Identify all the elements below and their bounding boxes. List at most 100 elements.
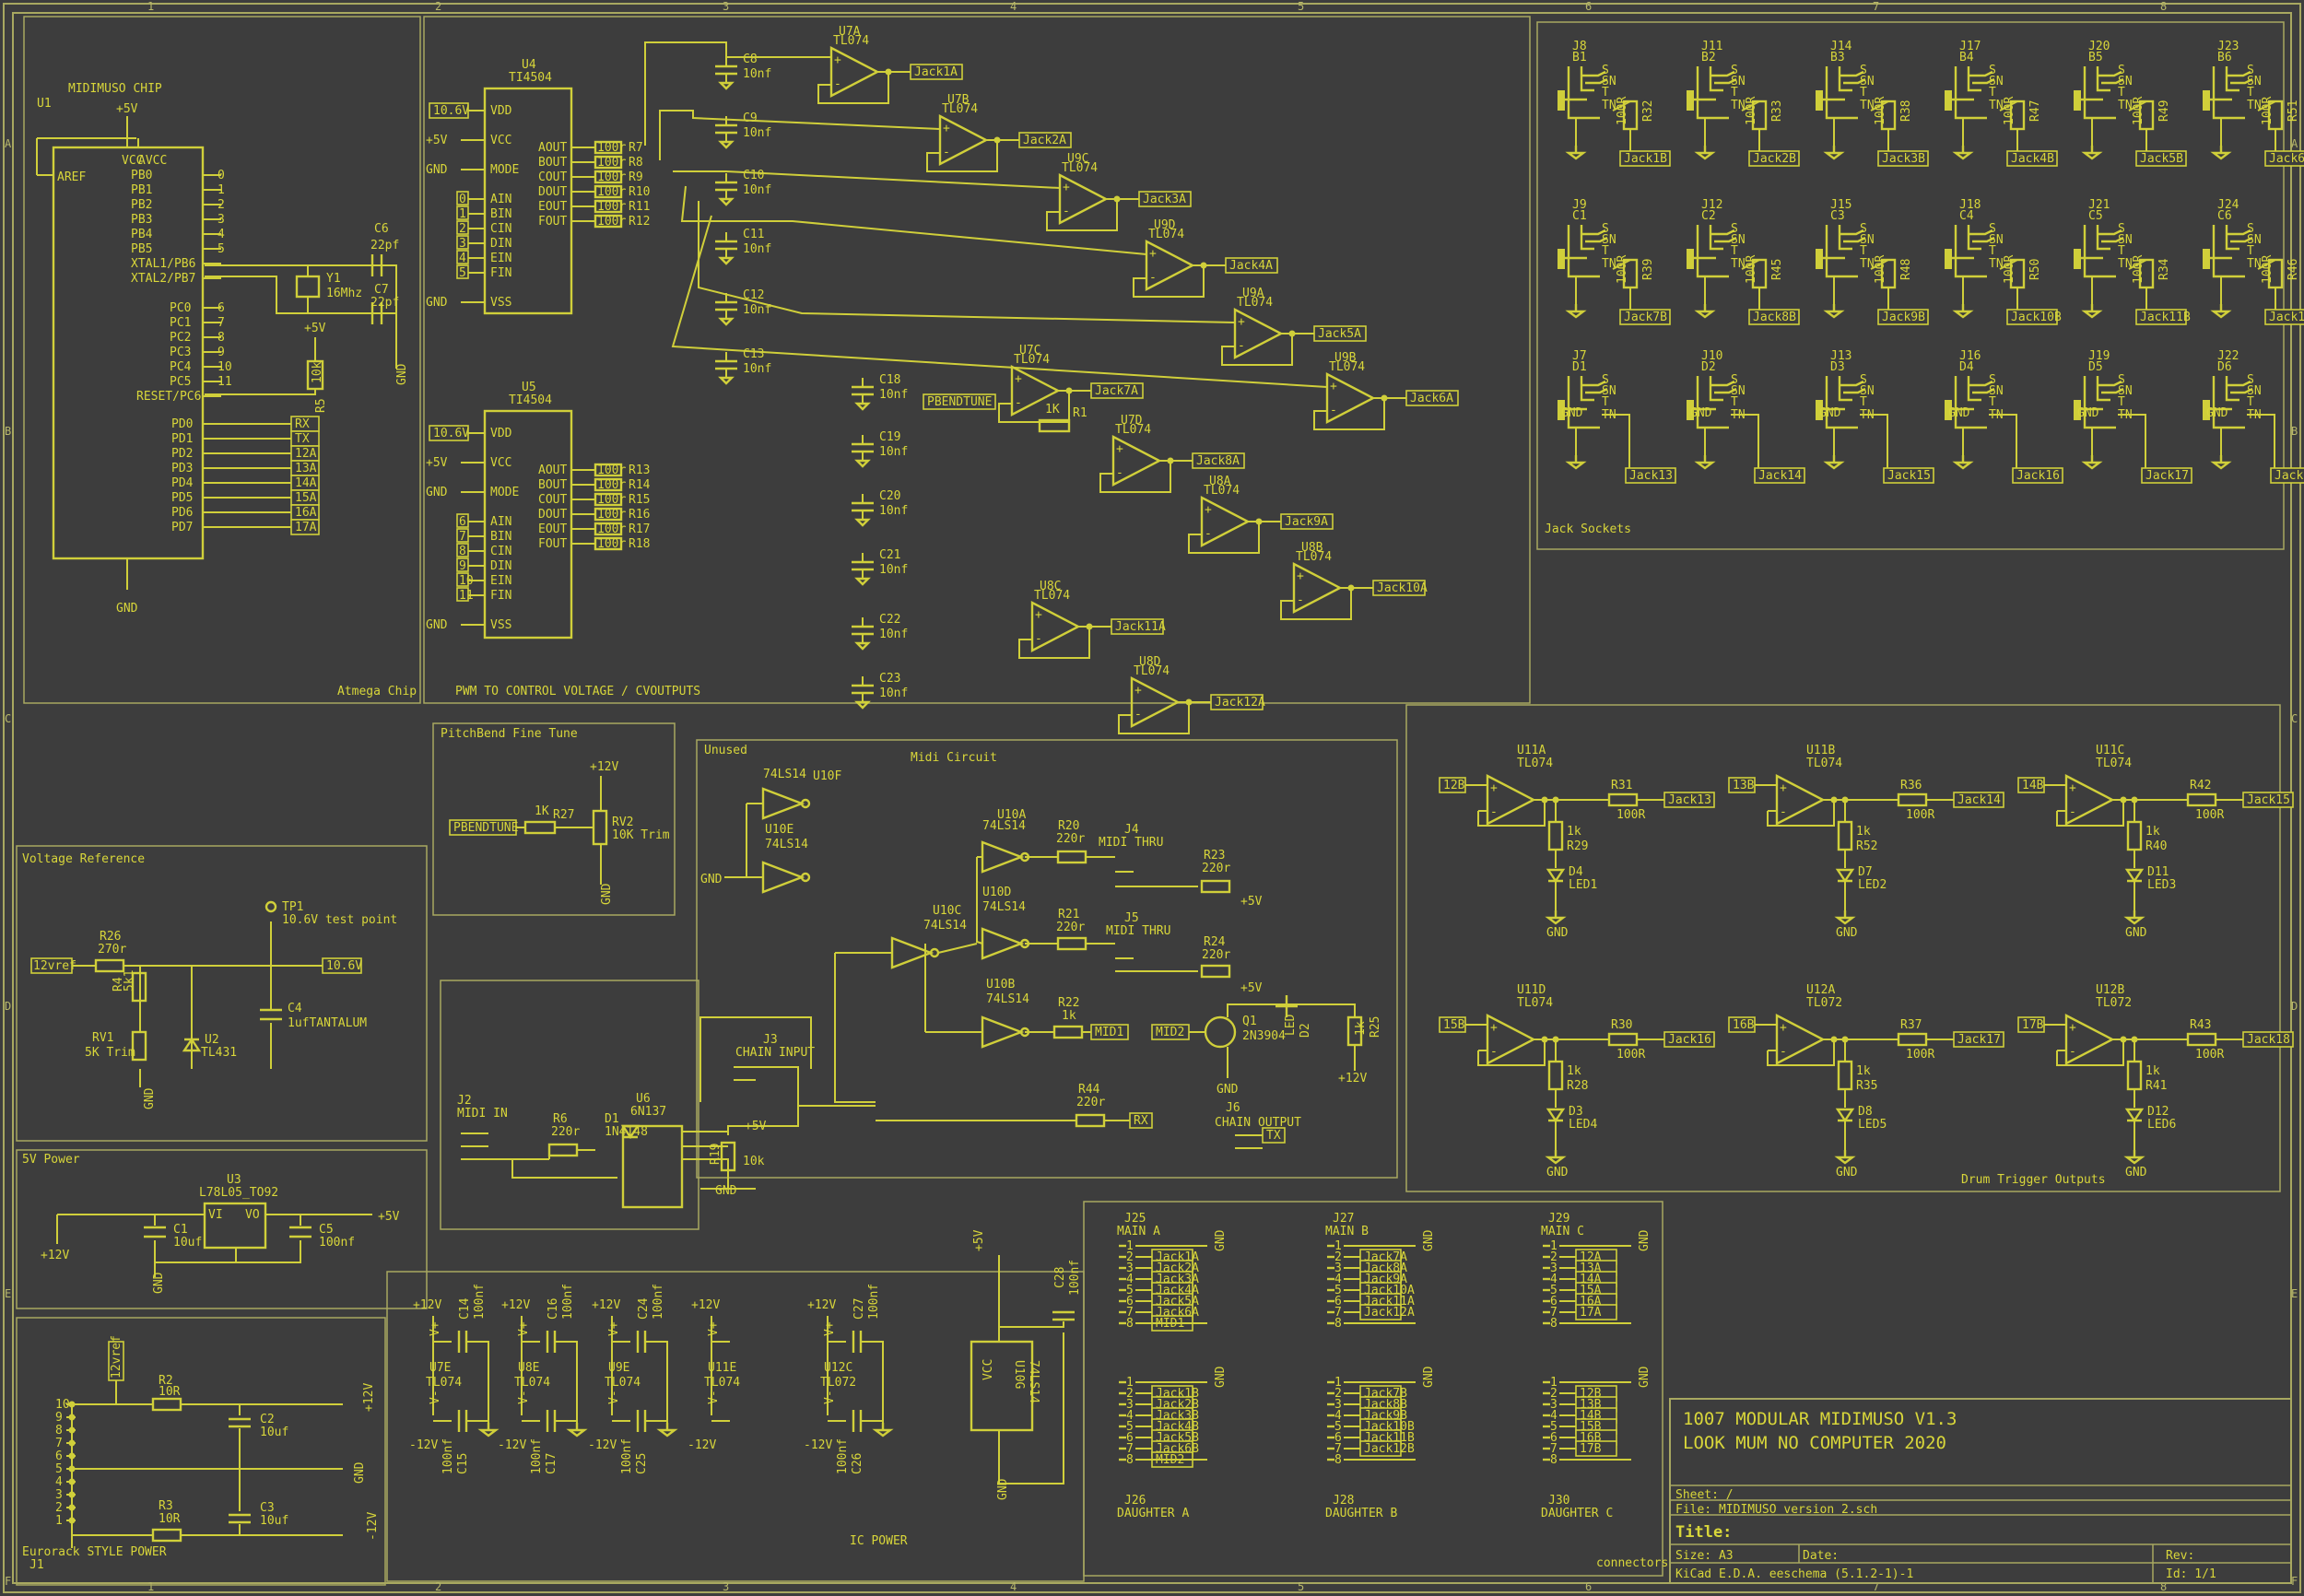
jack-J8-rval: 100R (1616, 97, 1629, 125)
u5-in-net-3: 9 (459, 559, 466, 573)
u5-in-net-4: 10 (459, 574, 474, 588)
jack-J21-rval: 100R (2132, 255, 2145, 284)
u2-value: TL431 (201, 1046, 237, 1060)
drum-in-14B: 14B (2022, 779, 2044, 792)
u1-vcc-label: +5V (116, 102, 138, 116)
u4-in-net-5: 5 (459, 266, 466, 280)
u1-pin-PC4: PC4 (170, 360, 192, 374)
r20-ref: R20 (1058, 819, 1079, 833)
jack-pin-s: S (1989, 64, 1996, 77)
jack-J15-plug (1816, 249, 1823, 269)
cap-C11 (715, 240, 737, 251)
icp-vplus-3: V+ (707, 1321, 721, 1336)
drum-gnd-1: GND (1836, 926, 1858, 940)
jack-J19-ref: J19 (2088, 349, 2110, 363)
drum-resistor-R30 (1607, 1032, 1639, 1047)
cv-out-Jack10A: Jack10A (1377, 581, 1428, 595)
plus-sign: + (2069, 1021, 2076, 1035)
euro-rail-plus: +12V (362, 1383, 376, 1412)
r44-value: 220r (1076, 1096, 1105, 1109)
r2-value: 10R (159, 1385, 181, 1399)
drum-d-D12: D12 (2147, 1105, 2169, 1119)
jack-pin-sn: SN (2247, 233, 2262, 247)
icp-part-2: TL074 (605, 1376, 641, 1390)
wire (998, 391, 1070, 423)
r26-ref: R26 (100, 930, 121, 944)
conn-pin-number: 8 (1550, 1453, 1558, 1467)
icp-rail-plus-1: +12V (501, 1298, 530, 1312)
jack-net-Jack2B-box (1748, 150, 1800, 167)
plus-sign: + (1780, 1021, 1787, 1035)
wire (1344, 1245, 1416, 1324)
opamp-ref-U9B: U9B (1334, 351, 1357, 365)
u5-rval-3: 100r (597, 508, 626, 522)
u1-vcc-pin: VCC (122, 154, 143, 168)
cv-cap-ref-3: C11 (743, 228, 764, 241)
jack-pin-sn: SN (1731, 384, 1746, 398)
jack-J15-symbol (1823, 225, 1866, 278)
pbendtune-net-text: PBENDTUNE (927, 395, 992, 409)
conn-J28-ref: J28 (1333, 1494, 1354, 1508)
drum-load-R41 (2126, 1060, 2143, 1091)
conn-pin-number: 3 (1550, 1398, 1558, 1412)
plus-sign: + (1330, 380, 1337, 393)
drum-led-label-LED6: LED6 (2147, 1118, 2176, 1132)
u4-R7 (594, 140, 623, 155)
u10g-rail: +5V (972, 1229, 986, 1251)
opamp-ref-U8A: U8A (1209, 475, 1231, 488)
drum-out-Jack18: Jack18 (2247, 1033, 2290, 1047)
jack-J9-symbol (1565, 225, 1608, 278)
c5-ref: C5 (319, 1223, 334, 1237)
u4-in-net-box (456, 235, 469, 250)
icp-c2v-4: 100nf (836, 1438, 850, 1474)
jack-pin-s: S (1860, 222, 1867, 236)
jack-pin-tn: TN (1989, 99, 2004, 112)
drum-rval-R31: 100R (1616, 808, 1645, 822)
r5-ref: R5 (314, 398, 328, 413)
jack-J8-resistor-ref: R32 (1641, 100, 1655, 122)
minus-sign: - (1330, 404, 1337, 417)
ruler-left-F: F (5, 1575, 11, 1588)
jack-pin-s: S (2247, 222, 2254, 236)
drum-rref-R43: R43 (2190, 1018, 2211, 1032)
conn-pin-number: 2 (1126, 1387, 1134, 1401)
jack-net-Jack11B-box (2135, 309, 2187, 325)
drum-rl-ref-4: R35 (1856, 1079, 1877, 1093)
wire (645, 1341, 668, 1423)
cv-cap-ref-10: C22 (879, 613, 900, 627)
icp-c2-4: C26 (851, 1453, 864, 1474)
ruler-top-2: 2 (435, 0, 441, 13)
jack-pin-t: T (1731, 244, 1738, 258)
jack-pin-tn: TN (1860, 99, 1875, 112)
drum-in-16B: 16B (1733, 1018, 1755, 1032)
jack-J14-ref: J14 (1830, 40, 1852, 53)
icp-part-1: TL074 (514, 1376, 550, 1390)
u5-chip-body (483, 409, 573, 640)
r21-ref: R21 (1058, 908, 1079, 921)
u4-in-net-box (456, 264, 469, 279)
jack-J11-rval: 100R (1745, 97, 1758, 125)
inverter-u10f-bubble (800, 798, 811, 809)
jack-pin-s: S (1989, 222, 1996, 236)
jack-net-Jack14: Jack14 (1758, 469, 1802, 483)
pitchbend-block (432, 722, 676, 916)
jack-J16-plug (1945, 400, 1952, 420)
jack-J23-resistor-ref: R51 (2286, 100, 2300, 122)
u5-section: U5 TI4504 VDDVCCMODEAINBINCINDINEINFINVS… (426, 381, 651, 640)
conn-J27-net-6: Jack12A (1364, 1306, 1415, 1320)
cv-cap-ref-4: C12 (743, 288, 764, 302)
drum-rval-R36: 100R (1906, 808, 1934, 822)
jack-J8-ref: J8 (1572, 40, 1587, 53)
drum-rval-R37: 100R (1906, 1048, 1934, 1062)
wire (1115, 871, 1198, 972)
u4-R10 (594, 184, 623, 199)
opamp-part-U9A: TL074 (1237, 296, 1273, 310)
connectors-block (1083, 1201, 1663, 1577)
u1-pin-PD4: PD4 (171, 476, 194, 490)
ground-symbol (872, 1423, 894, 1438)
cv-out-Jack8A: Jack8A (1196, 454, 1240, 468)
u1-net-c4: 10 (217, 360, 232, 374)
u5-pin-VDD: VDD (490, 427, 512, 440)
r26-value: 270r (98, 943, 126, 956)
ruler-left-A: A (5, 137, 12, 150)
